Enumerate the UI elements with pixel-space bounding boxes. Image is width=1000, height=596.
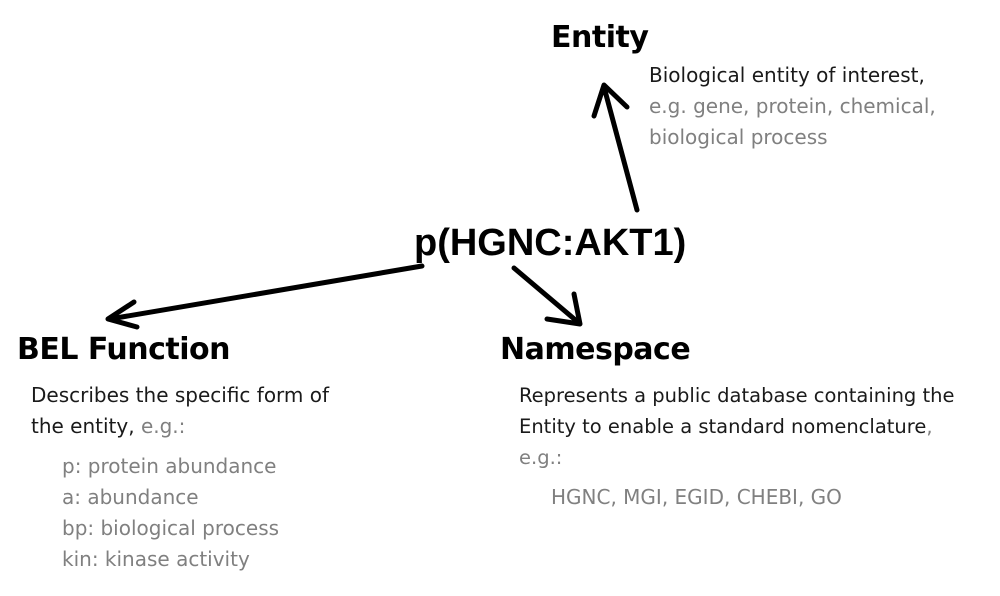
arrow-to-namespace bbox=[511, 265, 583, 327]
bel-function-desc-line: the entity, e.g.: bbox=[31, 411, 329, 442]
namespace-desc-comma: , bbox=[926, 415, 933, 438]
entity-desc-line: e.g. gene, protein, chemical, bbox=[649, 94, 936, 118]
namespace-description: Represents a public database containing … bbox=[519, 380, 955, 473]
bel-function-description: Describes the specific form of the entit… bbox=[31, 380, 329, 442]
namespace-desc-text: Entity to enable a standard nomenclature bbox=[519, 415, 927, 438]
namespace-heading: Namespace bbox=[500, 332, 691, 367]
bel-function-examples: p: protein abundance a: abundance bp: bi… bbox=[62, 451, 279, 575]
namespace-desc-line: Represents a public database containing … bbox=[519, 384, 955, 407]
list-item: a: abundance bbox=[62, 485, 199, 509]
entity-desc-line: biological process bbox=[649, 125, 828, 149]
entity-description: Biological entity of interest, e.g. gene… bbox=[649, 60, 936, 153]
list-item: p: protein abundance bbox=[62, 454, 277, 478]
namespace-desc-line: e.g.: bbox=[519, 446, 563, 469]
bel-function-desc-line: Describes the specific form of bbox=[31, 383, 330, 407]
list-item: bp: biological process bbox=[62, 516, 280, 540]
bel-function-eg: e.g.: bbox=[140, 414, 186, 438]
entity-heading: Entity bbox=[551, 20, 649, 55]
arrow-to-bel-function bbox=[105, 263, 425, 330]
namespace-examples: HGNC, MGI, EGID, CHEBI, GO bbox=[551, 485, 842, 509]
bel-expression: p(HGNC:AKT1) bbox=[414, 222, 687, 264]
entity-desc-line: Biological entity of interest, bbox=[649, 63, 925, 87]
namespace-desc-line: Entity to enable a standard nomenclature… bbox=[519, 411, 955, 442]
list-item: kin: kinase activity bbox=[62, 547, 250, 571]
arrow-to-entity bbox=[591, 82, 640, 213]
bel-function-desc-text: the entity, bbox=[31, 414, 141, 438]
bel-function-heading: BEL Function bbox=[17, 332, 231, 367]
